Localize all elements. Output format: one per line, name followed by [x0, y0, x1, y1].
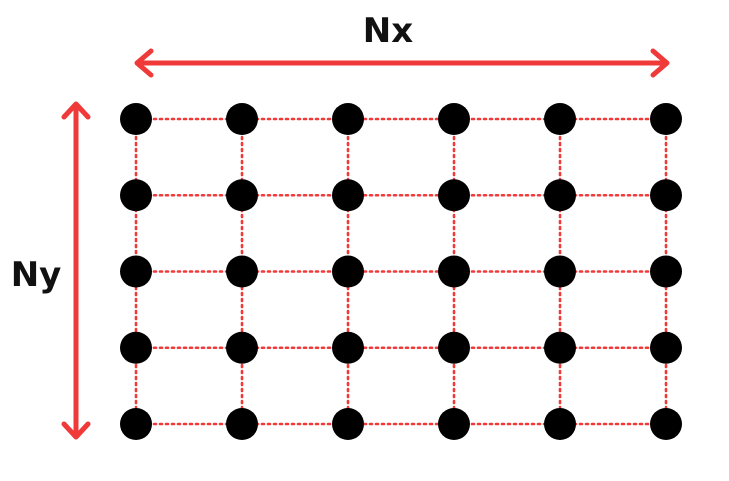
nx-arrow-head-right: [650, 48, 670, 78]
grid-node: [544, 255, 576, 288]
ny-arrow-head-bottom: [61, 421, 91, 440]
grid-node: [332, 331, 364, 364]
grid-node: [120, 103, 152, 135]
grid-nodes: [120, 103, 682, 440]
grid-node: [650, 331, 682, 364]
grid-node: [332, 408, 364, 440]
grid-node: [650, 255, 682, 288]
grid-node: [120, 331, 152, 364]
grid-node: [544, 331, 576, 364]
ny-arrow: [61, 101, 91, 440]
grid-node: [120, 255, 152, 288]
grid-node: [544, 179, 576, 212]
ny-label: Ny: [11, 255, 62, 295]
nx-label: Nx: [363, 11, 413, 51]
grid-node: [226, 179, 258, 212]
grid-node: [332, 255, 364, 288]
grid-node: [438, 103, 470, 135]
grid-node: [650, 179, 682, 212]
grid-node: [332, 179, 364, 212]
grid-node: [226, 408, 258, 440]
grid-lines: [134, 117, 668, 426]
grid-node: [438, 408, 470, 440]
grid-node: [226, 255, 258, 288]
grid-node: [120, 408, 152, 440]
nx-arrow: [134, 48, 670, 78]
nx-arrow-head-left: [134, 48, 154, 78]
grid-node: [544, 408, 576, 440]
grid-node: [650, 408, 682, 440]
grid-node: [650, 103, 682, 135]
grid-node: [438, 179, 470, 212]
grid-node: [438, 331, 470, 364]
grid-node: [544, 103, 576, 135]
grid-node: [120, 179, 152, 212]
grid-node: [332, 103, 364, 135]
grid-node: [226, 103, 258, 135]
grid-node: [438, 255, 470, 288]
grid-node: [226, 331, 258, 364]
ny-arrow-head-top: [61, 101, 91, 120]
